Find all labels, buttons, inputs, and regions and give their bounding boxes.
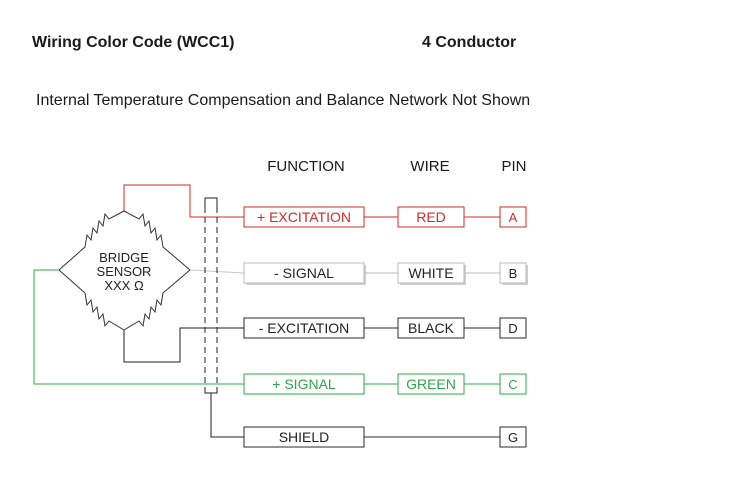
function-label-4: SHIELD — [279, 429, 330, 445]
wire-label-3: GREEN — [406, 376, 456, 392]
pin-box-3 — [499, 373, 527, 395]
pin-box-4 — [499, 426, 527, 448]
bridge-sensor — [58, 210, 191, 331]
function-label-2: - EXCITATION — [259, 320, 349, 336]
conductor-count: 4 Conductor — [422, 34, 517, 51]
pin-label-1: B — [509, 266, 518, 281]
column-header-wire: WIRE — [410, 158, 450, 175]
sensor-label-line2: SENSOR — [97, 264, 152, 279]
pin-box-1 — [499, 262, 527, 284]
pin-box-2 — [499, 317, 527, 339]
sensor-label-line1: BRIDGE — [99, 250, 149, 265]
pin-box-0 — [499, 206, 527, 228]
diagram-subtitle: Internal Temperature Compensation and Ba… — [36, 92, 531, 109]
wire-shield — [210, 393, 244, 438]
wire-label-1: WHITE — [408, 265, 453, 281]
function-label-3: + SIGNAL — [272, 376, 336, 392]
wire-label-2: BLACK — [408, 320, 455, 336]
resistor-bottom-right — [123, 269, 191, 331]
wire-black — [123, 327, 244, 363]
pin-label-4: G — [508, 430, 518, 445]
column-header-pin: PIN — [501, 158, 527, 175]
resistor-top-left — [58, 210, 125, 271]
resistor-bottom-left — [58, 269, 125, 331]
pin-label-0: A — [509, 210, 518, 225]
wire-red — [123, 184, 244, 218]
resistor-top-right — [123, 210, 191, 271]
sensor-label-line3: XXX Ω — [104, 278, 144, 293]
diagram-title: Wiring Color Code (WCC1) — [32, 34, 235, 51]
pin-label-2: D — [508, 321, 517, 336]
function-label-1: - SIGNAL — [274, 265, 334, 281]
wire-label-0: RED — [416, 209, 446, 225]
function-label-0: + EXCITATION — [257, 209, 351, 225]
pin-label-3: C — [508, 377, 517, 392]
column-header-function: FUNCTION — [267, 158, 345, 175]
cable-shield — [204, 197, 218, 394]
wire-green — [33, 269, 244, 385]
